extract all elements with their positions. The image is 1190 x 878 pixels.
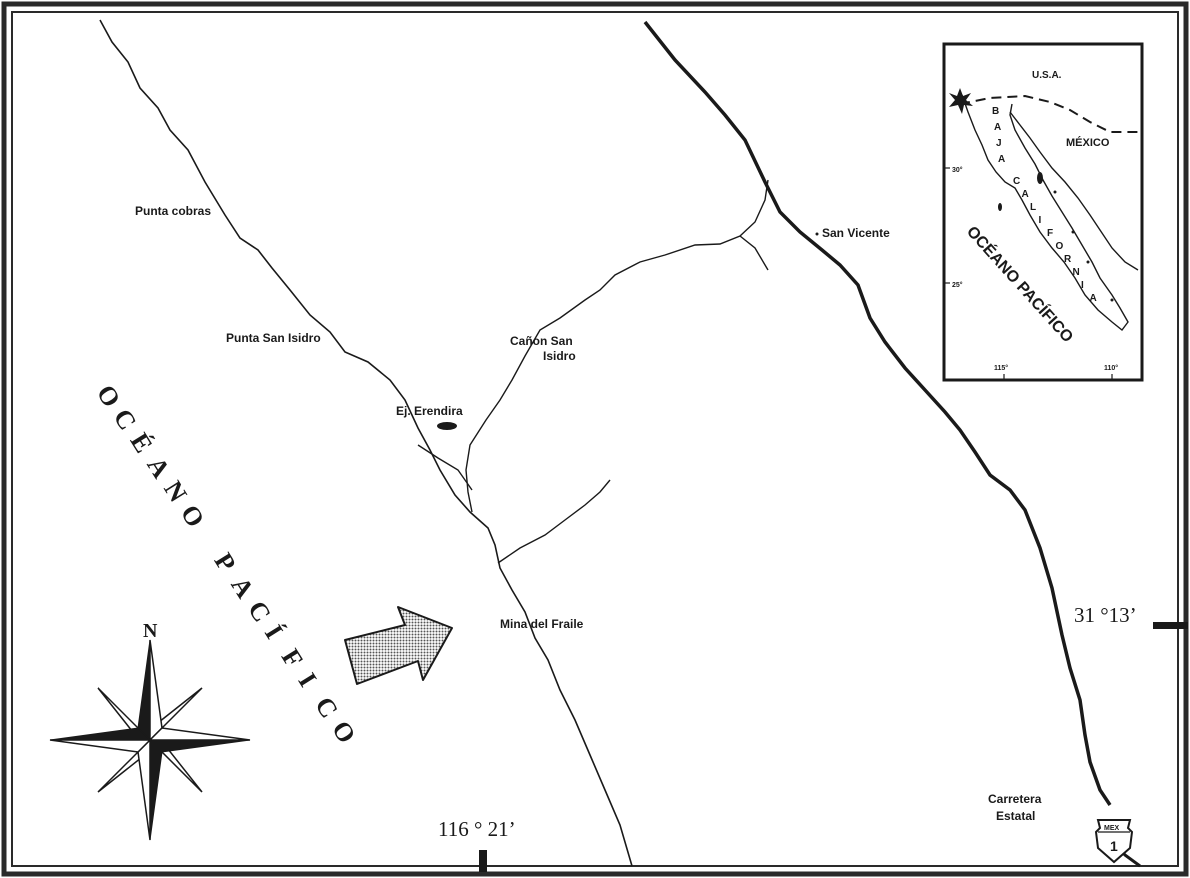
inset-california-letter-1: A (1022, 189, 1029, 200)
latitude-label: 31 °13’ (1074, 603, 1137, 627)
inset-frame (942, 42, 1144, 382)
highway-shield: MEX 1 (1094, 819, 1134, 864)
highway-shield-number: 1 (1110, 838, 1118, 854)
inset-island-1 (1037, 172, 1043, 184)
ocean-letter-0: O (91, 380, 126, 413)
label-canon-san-isidro-2: Isidro (543, 349, 576, 363)
label-carretera-2: Estatal (996, 809, 1035, 823)
river-south (497, 479, 611, 564)
inset-california-letter-6: R (1064, 254, 1072, 265)
inset-california-letter-9: A (1090, 293, 1097, 304)
ocean-letter-2: É (125, 428, 159, 458)
ocean-letter-1: C (108, 404, 143, 435)
ocean-letter-13: C (309, 692, 344, 723)
main-road (643, 20, 1112, 806)
ocean-letter-7: P (209, 548, 242, 577)
inset-baja-letter-2: J (996, 138, 1002, 149)
ocean-letter-8: A (225, 572, 260, 603)
inset-island-5 (1086, 260, 1090, 264)
compass-south-dark (149, 738, 163, 841)
inset-baja-letter-0: B (992, 106, 999, 117)
lagoon (437, 422, 457, 430)
compass-rose (49, 639, 251, 841)
inset-california-letter-3: I (1039, 215, 1042, 226)
location-arrow (344, 606, 453, 685)
map-inner-frame (11, 11, 1179, 867)
compass-west-dark (49, 727, 152, 741)
inset-usa: U.S.A. (1032, 70, 1062, 81)
inset-california-letter-4: F (1047, 228, 1053, 239)
compass-west-light (49, 739, 152, 753)
inset-california-letter-7: N (1073, 267, 1080, 278)
compass-east-dark (148, 739, 251, 753)
label-canon-san-isidro-1: Cañon San (510, 334, 573, 348)
inset-island-6 (1110, 298, 1114, 302)
label-ej-erendira: Ej. Erendira (396, 404, 463, 418)
label-carretera-1: Carretera (988, 792, 1042, 806)
inset-island-3 (1053, 190, 1057, 194)
inset-lat-25: 25° (952, 281, 963, 289)
compass-north-light (149, 639, 163, 742)
inset-lon-115: 115° (994, 364, 1008, 372)
inset-location-star (949, 88, 973, 114)
inset-mexico: MÉXICO (1066, 136, 1110, 149)
inset-lat-30: 30° (952, 166, 963, 174)
river-branch-east (739, 235, 769, 271)
inset-island-4 (1071, 230, 1075, 234)
ocean-letter-4: N (158, 476, 193, 507)
inset-baja-letter-3: A (998, 154, 1005, 165)
inset-mainland-coast (1009, 111, 1139, 271)
ocean-letter-12: I (293, 668, 323, 692)
ocean-letter-14: O (326, 716, 361, 749)
highway-shield-outline (1094, 819, 1134, 864)
label-san-vicente: San Vicente (822, 226, 890, 240)
label-mina-del-fraile: Mina del Fraile (500, 617, 584, 631)
ocean-letter-3: A (141, 452, 176, 483)
compass-north-label: N (143, 620, 158, 642)
inset-lon-110: 110° (1104, 364, 1118, 372)
compass-north-dark (137, 639, 151, 742)
label-punta-cobras: Punta cobras (135, 204, 211, 218)
longitude-label: 116 ° 21’ (438, 817, 516, 841)
latitude-tick (1153, 622, 1188, 629)
longitude-tick (479, 850, 487, 872)
inset-california-letter-8: I (1081, 280, 1084, 291)
inset-peninsula (961, 94, 1129, 331)
inset-island-2 (998, 203, 1002, 211)
marker-san-vicente (815, 232, 819, 236)
inset-border-dashed (959, 94, 1142, 133)
inset-california-letter-0: C (1013, 176, 1020, 187)
highway-shield-top: MEX (1104, 825, 1120, 832)
inset-california-letter-5: O (1056, 241, 1064, 252)
ocean-letter-10: Í (259, 620, 289, 644)
ocean-letter-11: F (276, 644, 309, 673)
compass-east-light (148, 727, 251, 741)
coastline (99, 19, 633, 867)
compass-south-light (137, 738, 151, 841)
inset-california-letter-2: L (1030, 202, 1036, 213)
inset-baja-letter-1: A (994, 122, 1001, 133)
river-lagoon-loop (417, 444, 473, 491)
ocean-letter-9: C (242, 596, 277, 627)
river-san-isidro (465, 179, 769, 513)
label-punta-san-isidro: Punta San Isidro (226, 331, 321, 345)
ocean-letter-5: O (175, 500, 210, 533)
